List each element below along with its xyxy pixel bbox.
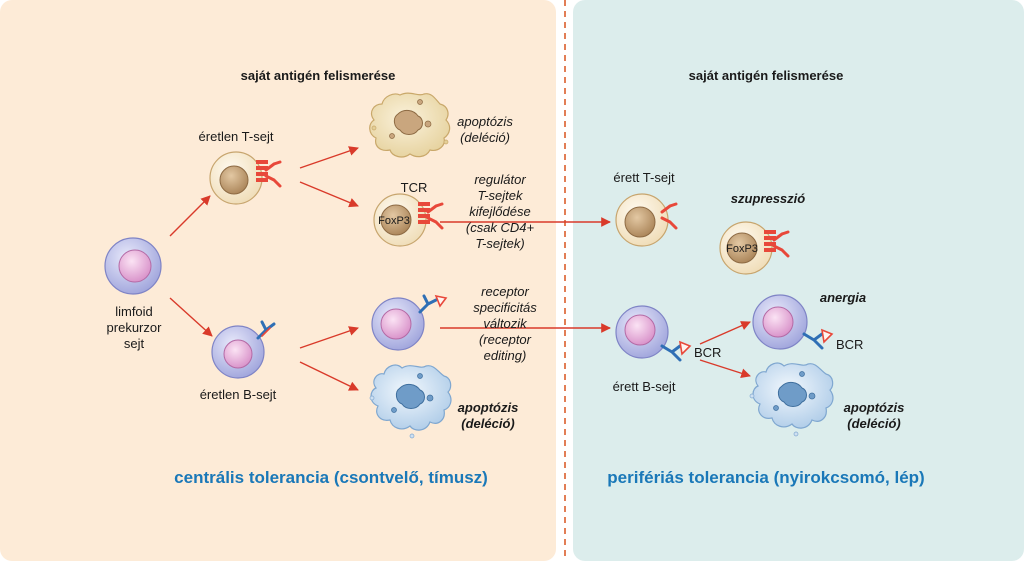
label-apoptosis-right: apoptózis (deléció) [843, 400, 905, 431]
peripheral-tolerance-title: perifériás tolerancia (nyirokcsomó, lép) [607, 468, 925, 487]
tcr-receptor-icon [764, 230, 790, 258]
regulatory-t-cell [373, 193, 427, 247]
tcr-receptor-icon [418, 202, 444, 230]
label-treg-development: regulátor T-sejtek kifejlődése (csak CD4… [465, 172, 535, 251]
left-header: saját antigén felismerése [240, 68, 396, 83]
right-panel [573, 0, 1024, 561]
label-bcr-anergic: BCR [836, 337, 864, 352]
bcr-antigen-icon [418, 294, 448, 314]
arrows [169, 146, 751, 391]
bcr-antigen-icon [660, 340, 692, 362]
tcr-receptor-icon [256, 160, 282, 188]
anergic-b-cell [752, 294, 808, 350]
label-apoptosis-top: apoptózis (deléció) [457, 114, 513, 145]
mature-b-cell [615, 305, 669, 359]
label-tcr: TCR [400, 180, 428, 195]
apoptotic-b-cell-right [749, 362, 834, 437]
right-header: saját antigén felismerése [688, 68, 844, 83]
label-apoptosis-bottom: apoptózis (deléció) [457, 400, 519, 431]
label-mature-b-cell: érett B-sejt [612, 379, 676, 394]
mature-t-cell [615, 193, 669, 247]
receptor-editing-b-cell [371, 297, 425, 351]
regulatory-t-cell-right [719, 221, 773, 275]
apoptotic-b-cell [369, 364, 452, 439]
bcr-antibody-icon [256, 320, 276, 340]
label-mature-t-cell: érett T-sejt [613, 170, 675, 185]
apoptotic-t-cell [369, 92, 451, 158]
label-immature-t-cell: éretlen T-sejt [198, 129, 274, 144]
label-suppression: szupresszió [730, 191, 806, 206]
lymphoid-precursor-cell [104, 237, 162, 295]
label-receptor-editing: receptor specificitás változik (receptor… [473, 284, 537, 363]
label-foxp3-left: FoxP3 [378, 215, 410, 227]
tcr-receptor-icon [660, 202, 678, 230]
bcr-antigen-icon [802, 328, 834, 350]
label-bcr-mature: BCR [694, 345, 722, 360]
label-foxp3-right: FoxP3 [726, 243, 758, 255]
immature-b-cell [211, 325, 265, 379]
immature-t-cell [209, 151, 263, 205]
label-anergy: anergia [819, 290, 867, 305]
label-lymphoid-precursor: limfoid prekurzor sejt [106, 304, 162, 351]
label-immature-b-cell: éretlen B-sejt [199, 387, 277, 402]
central-tolerance-title: centrális tolerancia (csontvelő, tímusz) [174, 468, 488, 487]
